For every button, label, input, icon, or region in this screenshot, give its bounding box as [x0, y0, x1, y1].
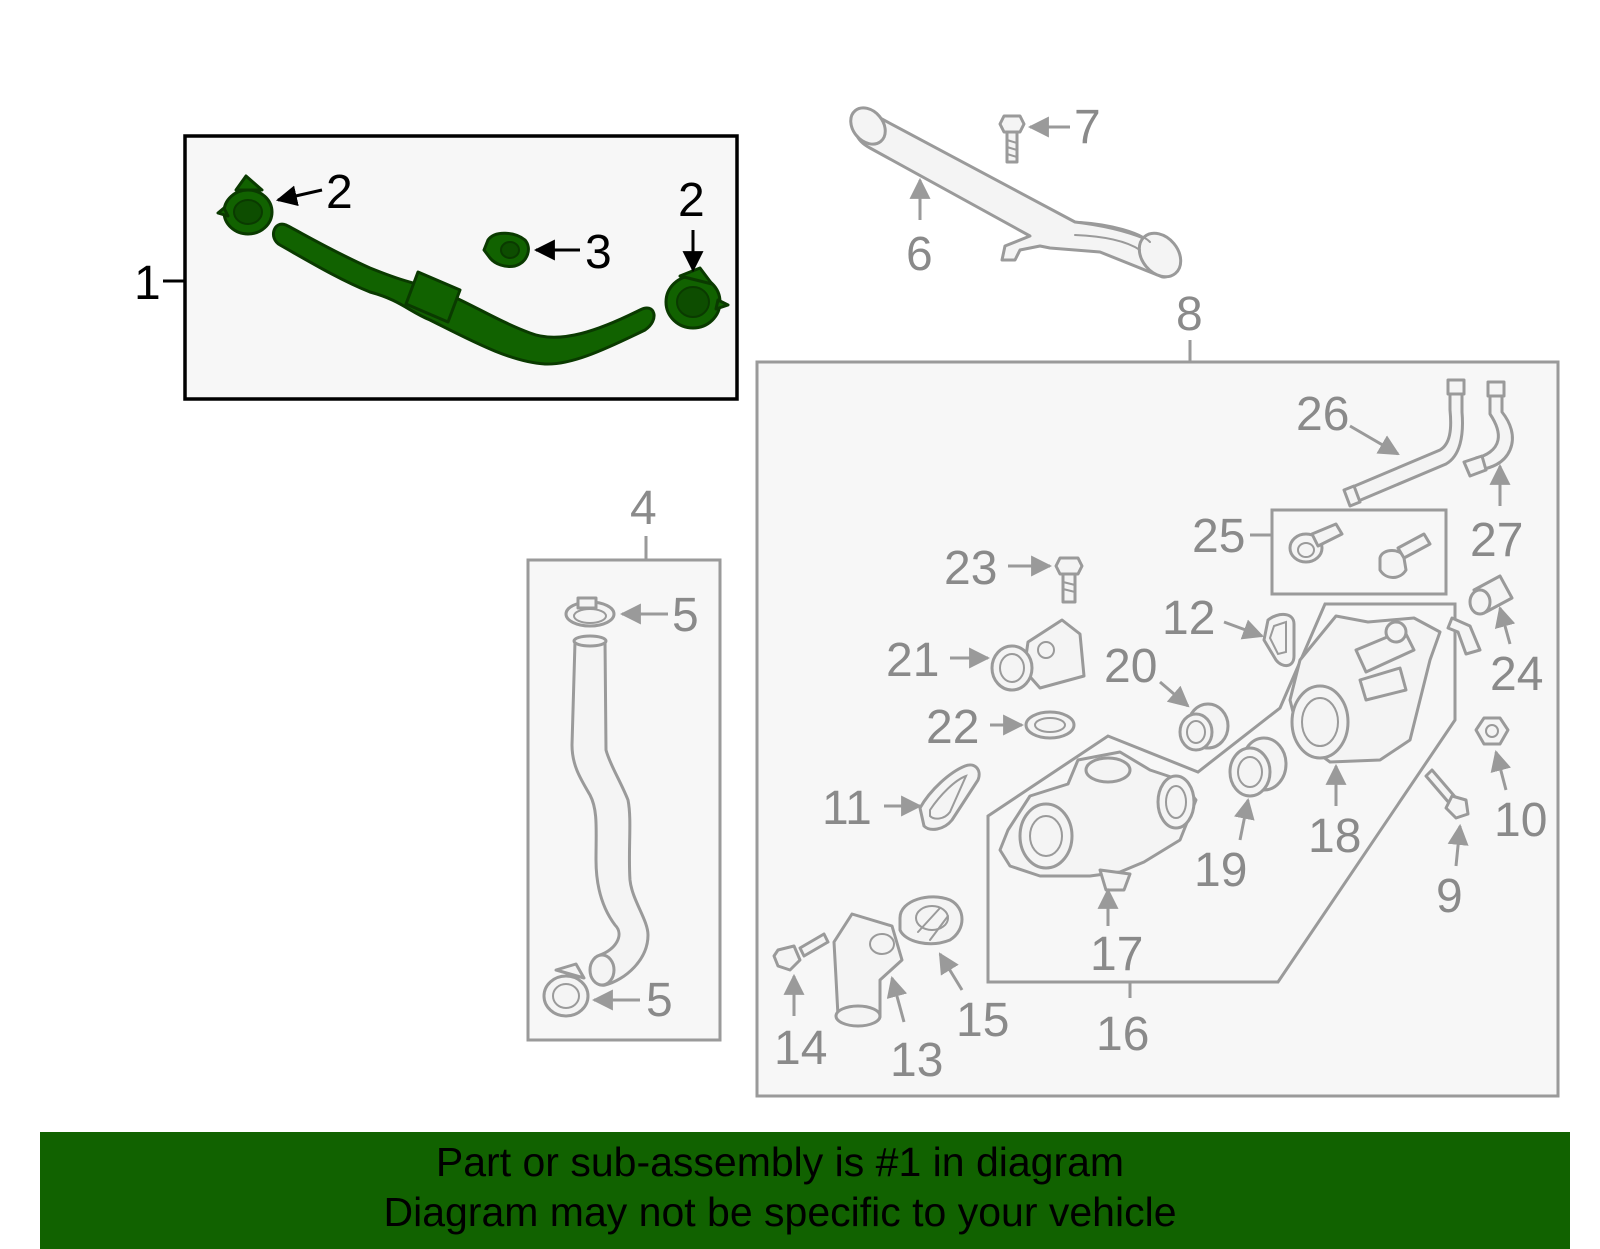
callout-1: 1 [134, 257, 161, 310]
assembly-1-box [183, 134, 739, 401]
water-inlet-housing-part-17[interactable] [998, 750, 1198, 892]
bolt-part-23[interactable] [1054, 556, 1084, 604]
callout-10: 10 [1494, 794, 1547, 847]
clip-near-24 [1446, 616, 1482, 656]
callout-7: 7 [1074, 101, 1101, 154]
seal-part-20[interactable] [1178, 702, 1230, 752]
leader-26 [1349, 424, 1400, 456]
water-outlet-part-21[interactable] [990, 618, 1086, 692]
pipe-part-27[interactable] [1462, 380, 1514, 478]
callout-8: 8 [1176, 288, 1203, 341]
pipe-part-26[interactable] [1342, 378, 1466, 508]
callout-9: 9 [1436, 870, 1463, 923]
callout-25: 25 [1192, 510, 1245, 563]
callout-5a: 5 [672, 589, 699, 642]
leader-15 [938, 952, 964, 991]
info-banner: Part or sub-assembly is #1 in diagram Di… [40, 1132, 1570, 1249]
gasket-part-12[interactable] [1262, 613, 1296, 667]
callout-11: 11 [822, 782, 872, 835]
leader-12 [1223, 619, 1264, 640]
leader-24 [1494, 605, 1516, 645]
callout-15: 15 [956, 994, 1009, 1047]
callout-12: 12 [1162, 592, 1215, 645]
callout-14: 14 [774, 1022, 827, 1075]
callout-19: 19 [1194, 844, 1247, 897]
callout-2a: 2 [326, 166, 353, 219]
callout-13: 13 [890, 1034, 943, 1087]
bolt-part-14[interactable] [772, 932, 830, 972]
leader-13 [886, 975, 908, 1023]
assembly-8-box [755, 360, 1560, 1098]
hose-clip-3[interactable] [482, 231, 530, 268]
hose-clamp-left[interactable] [216, 174, 274, 236]
hose-clamp-5-bottom[interactable] [542, 962, 590, 1018]
callout-17: 17 [1090, 928, 1143, 981]
hose-sleeve [404, 270, 462, 324]
fitting-part-25b[interactable] [1378, 532, 1432, 579]
callout-20: 20 [1104, 640, 1157, 693]
thermostat-housing-part-18[interactable] [1288, 614, 1442, 764]
assembly-25-box [1270, 508, 1448, 596]
callout-6: 6 [906, 228, 933, 281]
leader-20 [1159, 680, 1190, 708]
leader-10 [1490, 749, 1511, 791]
bolt-part-9[interactable] [1424, 768, 1470, 820]
banner-line-2: Diagram may not be specific to your vehi… [383, 1189, 1177, 1235]
hose-clamp-5-top[interactable] [564, 596, 616, 628]
thermostat-part-15[interactable] [898, 895, 964, 946]
leader-19 [1233, 797, 1255, 841]
hose-clamp-right[interactable] [664, 266, 730, 330]
callout-16: 16 [1096, 1008, 1149, 1061]
callout-2b: 2 [678, 174, 705, 227]
callout-27: 27 [1470, 514, 1523, 567]
nut-part-10[interactable] [1474, 716, 1510, 746]
callout-21: 21 [886, 634, 939, 687]
water-pipe-part-6[interactable] [844, 101, 1190, 285]
callout-4: 4 [630, 482, 657, 535]
hose-end-4 [588, 953, 616, 987]
callout-23: 23 [944, 542, 997, 595]
gasket-part-11[interactable] [918, 763, 981, 831]
seal-part-19[interactable] [1228, 736, 1288, 798]
banner-line-1: Part or sub-assembly is #1 in diagram [435, 1139, 1125, 1185]
bolt-part-7[interactable] [998, 114, 1026, 164]
leader-2a [275, 185, 323, 207]
callout-24: 24 [1490, 648, 1543, 701]
sensor-part-24[interactable] [1468, 574, 1514, 616]
fitting-part-25a[interactable] [1288, 522, 1344, 564]
callout-22: 22 [926, 701, 979, 754]
callout-26: 26 [1296, 388, 1349, 441]
callout-18: 18 [1308, 810, 1361, 863]
water-outlet-part-13[interactable] [832, 912, 904, 1028]
callout-3: 3 [585, 226, 612, 279]
o-ring-part-22[interactable] [1024, 710, 1076, 740]
assembly-16-outline [986, 602, 1457, 984]
leader-9 [1447, 823, 1469, 867]
callout-5b: 5 [646, 974, 673, 1027]
